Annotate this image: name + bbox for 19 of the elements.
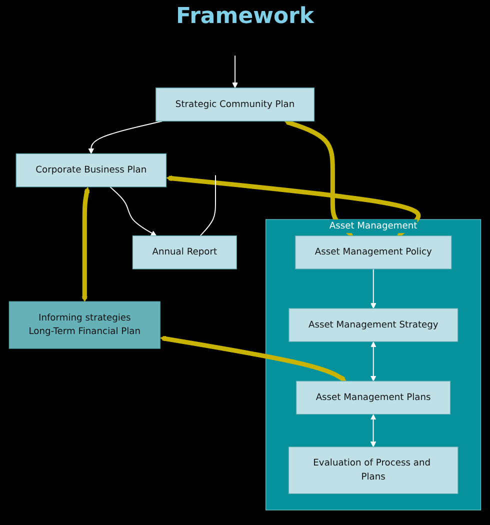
node-box: Asset Management Strategy: [288, 308, 458, 342]
node-box: Corporate Business Plan: [16, 154, 167, 188]
connector: [200, 174, 216, 237]
node-box: Asset Management Plans: [296, 381, 451, 415]
node-box: Asset Management Policy: [295, 236, 452, 270]
arrow: [370, 342, 376, 382]
arrow: [166, 176, 420, 237]
arrow: [110, 186, 157, 236]
node-box: Evaluation of Process and Plans: [288, 446, 458, 494]
arrow: [232, 55, 238, 89]
arrow: [284, 120, 354, 236]
node-box: Informing strategies Long-Term Financial Plan: [8, 302, 160, 350]
arrow: [82, 187, 90, 302]
node-box: Annual Report: [132, 236, 237, 270]
arrow: [370, 414, 376, 448]
arrow: [160, 336, 346, 382]
node-box: Strategic Community Plan: [156, 88, 315, 122]
diagram-title: Framework: [174, 4, 316, 29]
arrow: [370, 268, 376, 310]
